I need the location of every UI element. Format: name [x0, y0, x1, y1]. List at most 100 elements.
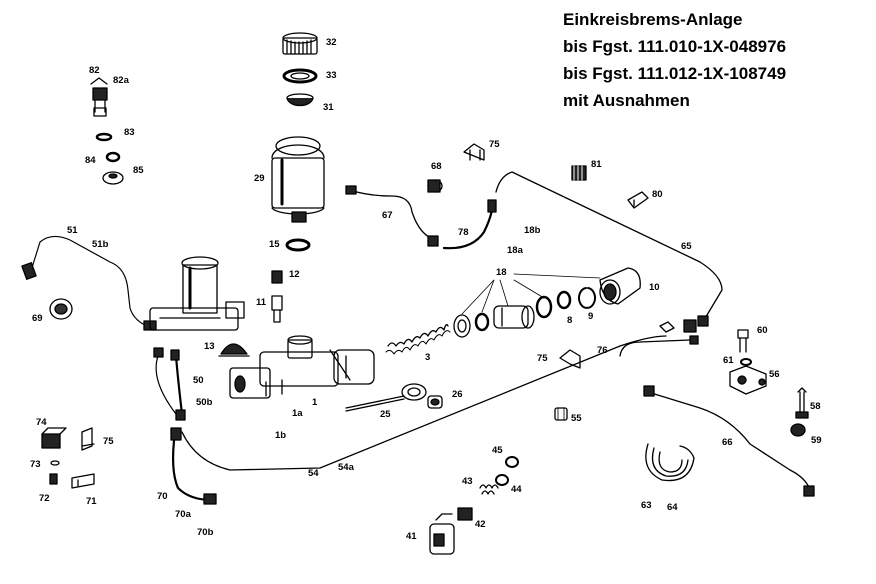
- brake-pipe-76: [619, 339, 691, 357]
- callout-32: 32: [326, 37, 337, 48]
- callout-75-top: 75: [489, 139, 500, 150]
- callout-44: 44: [511, 484, 522, 495]
- callout-58: 58: [810, 401, 821, 412]
- bushing-68: [427, 179, 443, 193]
- sleeve-81: [571, 165, 587, 181]
- callout-76: 76: [597, 345, 608, 356]
- callout-59: 59: [811, 435, 822, 446]
- callout-18: 18: [496, 267, 507, 278]
- distributor-56: [729, 365, 767, 395]
- gasket-33: [282, 68, 318, 84]
- brake-pipe-65: [495, 171, 723, 321]
- cap-13: [218, 343, 250, 357]
- seal-15: [285, 238, 311, 252]
- callout-70a: 70a: [175, 509, 191, 520]
- bolt-60: [737, 329, 749, 353]
- brake-pipe-54: [181, 335, 667, 471]
- tee-piece-60: [659, 319, 697, 333]
- piston-18: [493, 305, 535, 329]
- callout-81: 81: [591, 159, 602, 170]
- callout-42: 42: [475, 519, 486, 530]
- callout-55: 55: [571, 413, 582, 424]
- fitting-42: [457, 507, 473, 521]
- clip-80: [627, 191, 649, 209]
- callout-73: 73: [30, 459, 41, 470]
- strainer-31: [286, 93, 314, 107]
- nut-55: [554, 407, 568, 421]
- title-line-2: bis Fgst. 111.010-1X-048976: [563, 37, 787, 56]
- washer-45: [505, 456, 519, 468]
- callout-56: 56: [769, 369, 780, 380]
- clip-75c: [559, 349, 581, 369]
- callout-9: 9: [588, 311, 594, 322]
- callout-1b: 1b: [275, 430, 287, 441]
- callout-15: 15: [269, 239, 280, 250]
- reservoir-29: [271, 136, 325, 223]
- callout-70b: 70b: [197, 527, 214, 538]
- callout-54a: 54a: [338, 462, 354, 473]
- leader-18: [461, 273, 601, 315]
- callout-29: 29: [254, 173, 265, 184]
- callout-51: 51: [67, 225, 78, 236]
- callout-85: 85: [133, 165, 144, 176]
- brake-pipe-66: [647, 391, 811, 491]
- callout-33: 33: [326, 70, 337, 81]
- callout-78: 78: [458, 227, 469, 238]
- callout-31: 31: [323, 102, 334, 113]
- washer-84: [105, 151, 121, 163]
- title-line-3: bis Fgst. 111.012-1X-108749: [563, 64, 787, 83]
- title-line-1: Einkreisbrems-Anlage: [563, 10, 743, 29]
- callout-69: 69: [32, 313, 43, 324]
- callout-41: 41: [406, 531, 417, 542]
- callout-8: 8: [567, 315, 573, 326]
- switch-41: [429, 513, 455, 555]
- stoplight-switch-82: [90, 77, 108, 117]
- circlip-9: [578, 287, 596, 309]
- ring-18c: [535, 295, 553, 319]
- master-cylinder-1: [229, 335, 375, 399]
- callout-45: 45: [492, 445, 503, 456]
- callout-65: 65: [681, 241, 692, 252]
- push-rod-25: [345, 383, 427, 412]
- callout-67: 67: [382, 210, 393, 221]
- bracket-71: [71, 473, 95, 489]
- seal-cup-18: [453, 314, 471, 338]
- callout-82: 82: [89, 65, 100, 76]
- clip-75a: [81, 427, 95, 451]
- callout-18b: 18b: [524, 225, 541, 236]
- valve-11: [271, 295, 283, 323]
- callout-71: 71: [86, 496, 97, 507]
- callout-13: 13: [204, 341, 215, 352]
- callout-3: 3: [425, 352, 431, 363]
- callout-75-mid: 75: [537, 353, 548, 364]
- callout-18a: 18a: [507, 245, 523, 256]
- screw-72: [49, 473, 58, 485]
- callout-43: 43: [462, 476, 473, 487]
- callout-66: 66: [722, 437, 733, 448]
- callout-10: 10: [649, 282, 660, 293]
- callout-51b: 51b: [92, 239, 109, 250]
- clamp-bands-63-64: [645, 443, 695, 482]
- callout-50b: 50b: [196, 397, 213, 408]
- callout-26: 26: [452, 389, 463, 400]
- boot-10: [599, 267, 641, 305]
- callout-50: 50: [193, 375, 204, 386]
- callout-63: 63: [641, 500, 652, 511]
- callout-80: 80: [652, 189, 663, 200]
- callout-11: 11: [256, 297, 267, 308]
- hose-50: [174, 354, 184, 416]
- bracket-74: [41, 427, 67, 449]
- title-line-4: mit Ausnahmen: [563, 91, 690, 110]
- ring-44: [495, 474, 509, 486]
- nut-85: [102, 171, 124, 185]
- spring-43: [479, 484, 499, 495]
- callout-1a: 1a: [292, 408, 303, 419]
- hose-78: [442, 208, 494, 250]
- brake-pipe-67: [349, 189, 437, 241]
- washer-8: [556, 290, 572, 310]
- spring-3: [385, 324, 451, 355]
- callout-54: 54: [308, 468, 319, 479]
- reservoir-cap-32: [282, 32, 318, 55]
